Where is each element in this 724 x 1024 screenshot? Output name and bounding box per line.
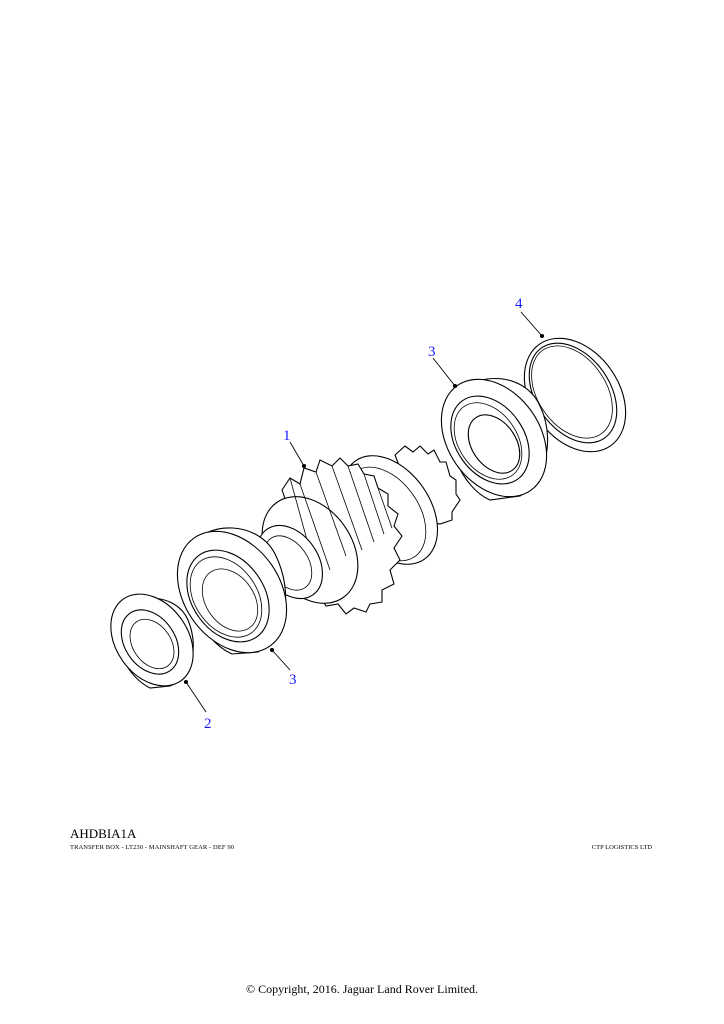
callout-4[interactable]: 4 (515, 296, 523, 312)
bearing-part-3-lower (176, 527, 288, 655)
diagram-subtitle: TRANSFER BOX - LT230 - MAINSHAFT GEAR - … (70, 844, 235, 851)
leader-lines (183, 311, 545, 713)
mainshaft-gear-part-1 (257, 445, 461, 615)
illustration-reference-code: AHDBIA1A (70, 826, 137, 841)
copyright-notice: © Copyright, 2016. Jaguar Land Rover Lim… (245, 982, 479, 996)
callout-3-lower[interactable]: 3 (289, 672, 297, 688)
callout-1[interactable]: 1 (283, 428, 291, 444)
callout-2[interactable]: 2 (204, 716, 212, 732)
bearing-part-3-upper (440, 378, 549, 501)
company-name: CTP LOGISTICS LTD (591, 844, 652, 851)
seal-part-2 (110, 593, 194, 689)
ring-part-4 (523, 337, 627, 453)
callout-3-upper[interactable]: 3 (428, 344, 436, 360)
